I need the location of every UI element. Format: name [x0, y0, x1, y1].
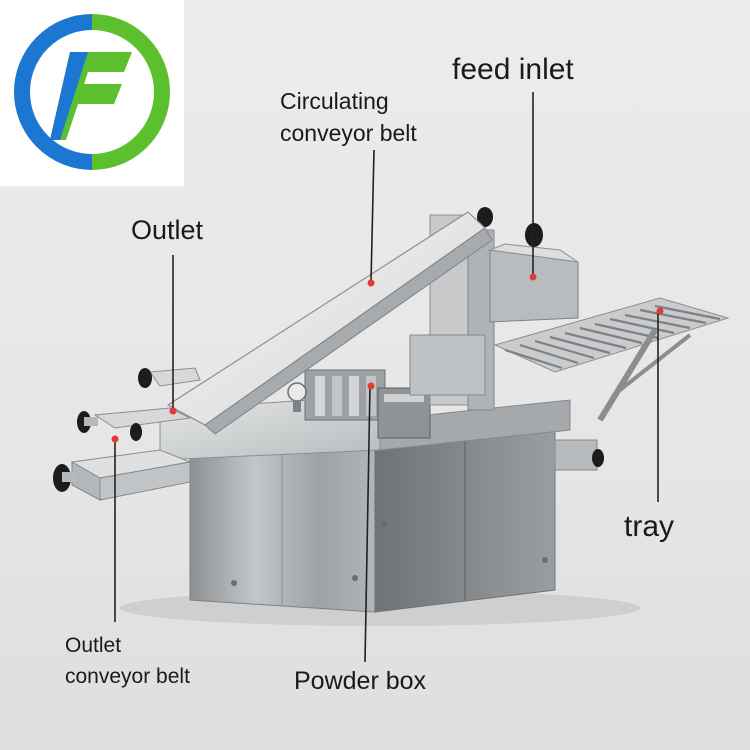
label-feed-inlet: feed inlet — [452, 53, 574, 86]
tray-rollers — [504, 304, 721, 370]
label-line: conveyor belt — [280, 120, 417, 146]
logo-green-arc — [91, 14, 170, 93]
feed-hopper — [489, 249, 579, 323]
callout-lines — [114, 92, 659, 663]
label-line: Outlet — [65, 634, 122, 657]
label-tray: tray — [624, 510, 675, 543]
label-line: Circulating — [280, 88, 389, 114]
label-outlet-conveyor-belt: Outlet conveyor belt — [65, 630, 190, 692]
brand-logo — [0, 0, 184, 186]
logo-blue-arc — [14, 14, 93, 170]
callout-markers — [111, 273, 664, 443]
label-outlet: Outlet — [131, 215, 204, 245]
label-powder-box: Powder box — [294, 667, 427, 695]
label-circulating-conveyor-belt: Circulating conveyor belt — [280, 85, 417, 149]
label-line: conveyor belt — [65, 665, 190, 688]
